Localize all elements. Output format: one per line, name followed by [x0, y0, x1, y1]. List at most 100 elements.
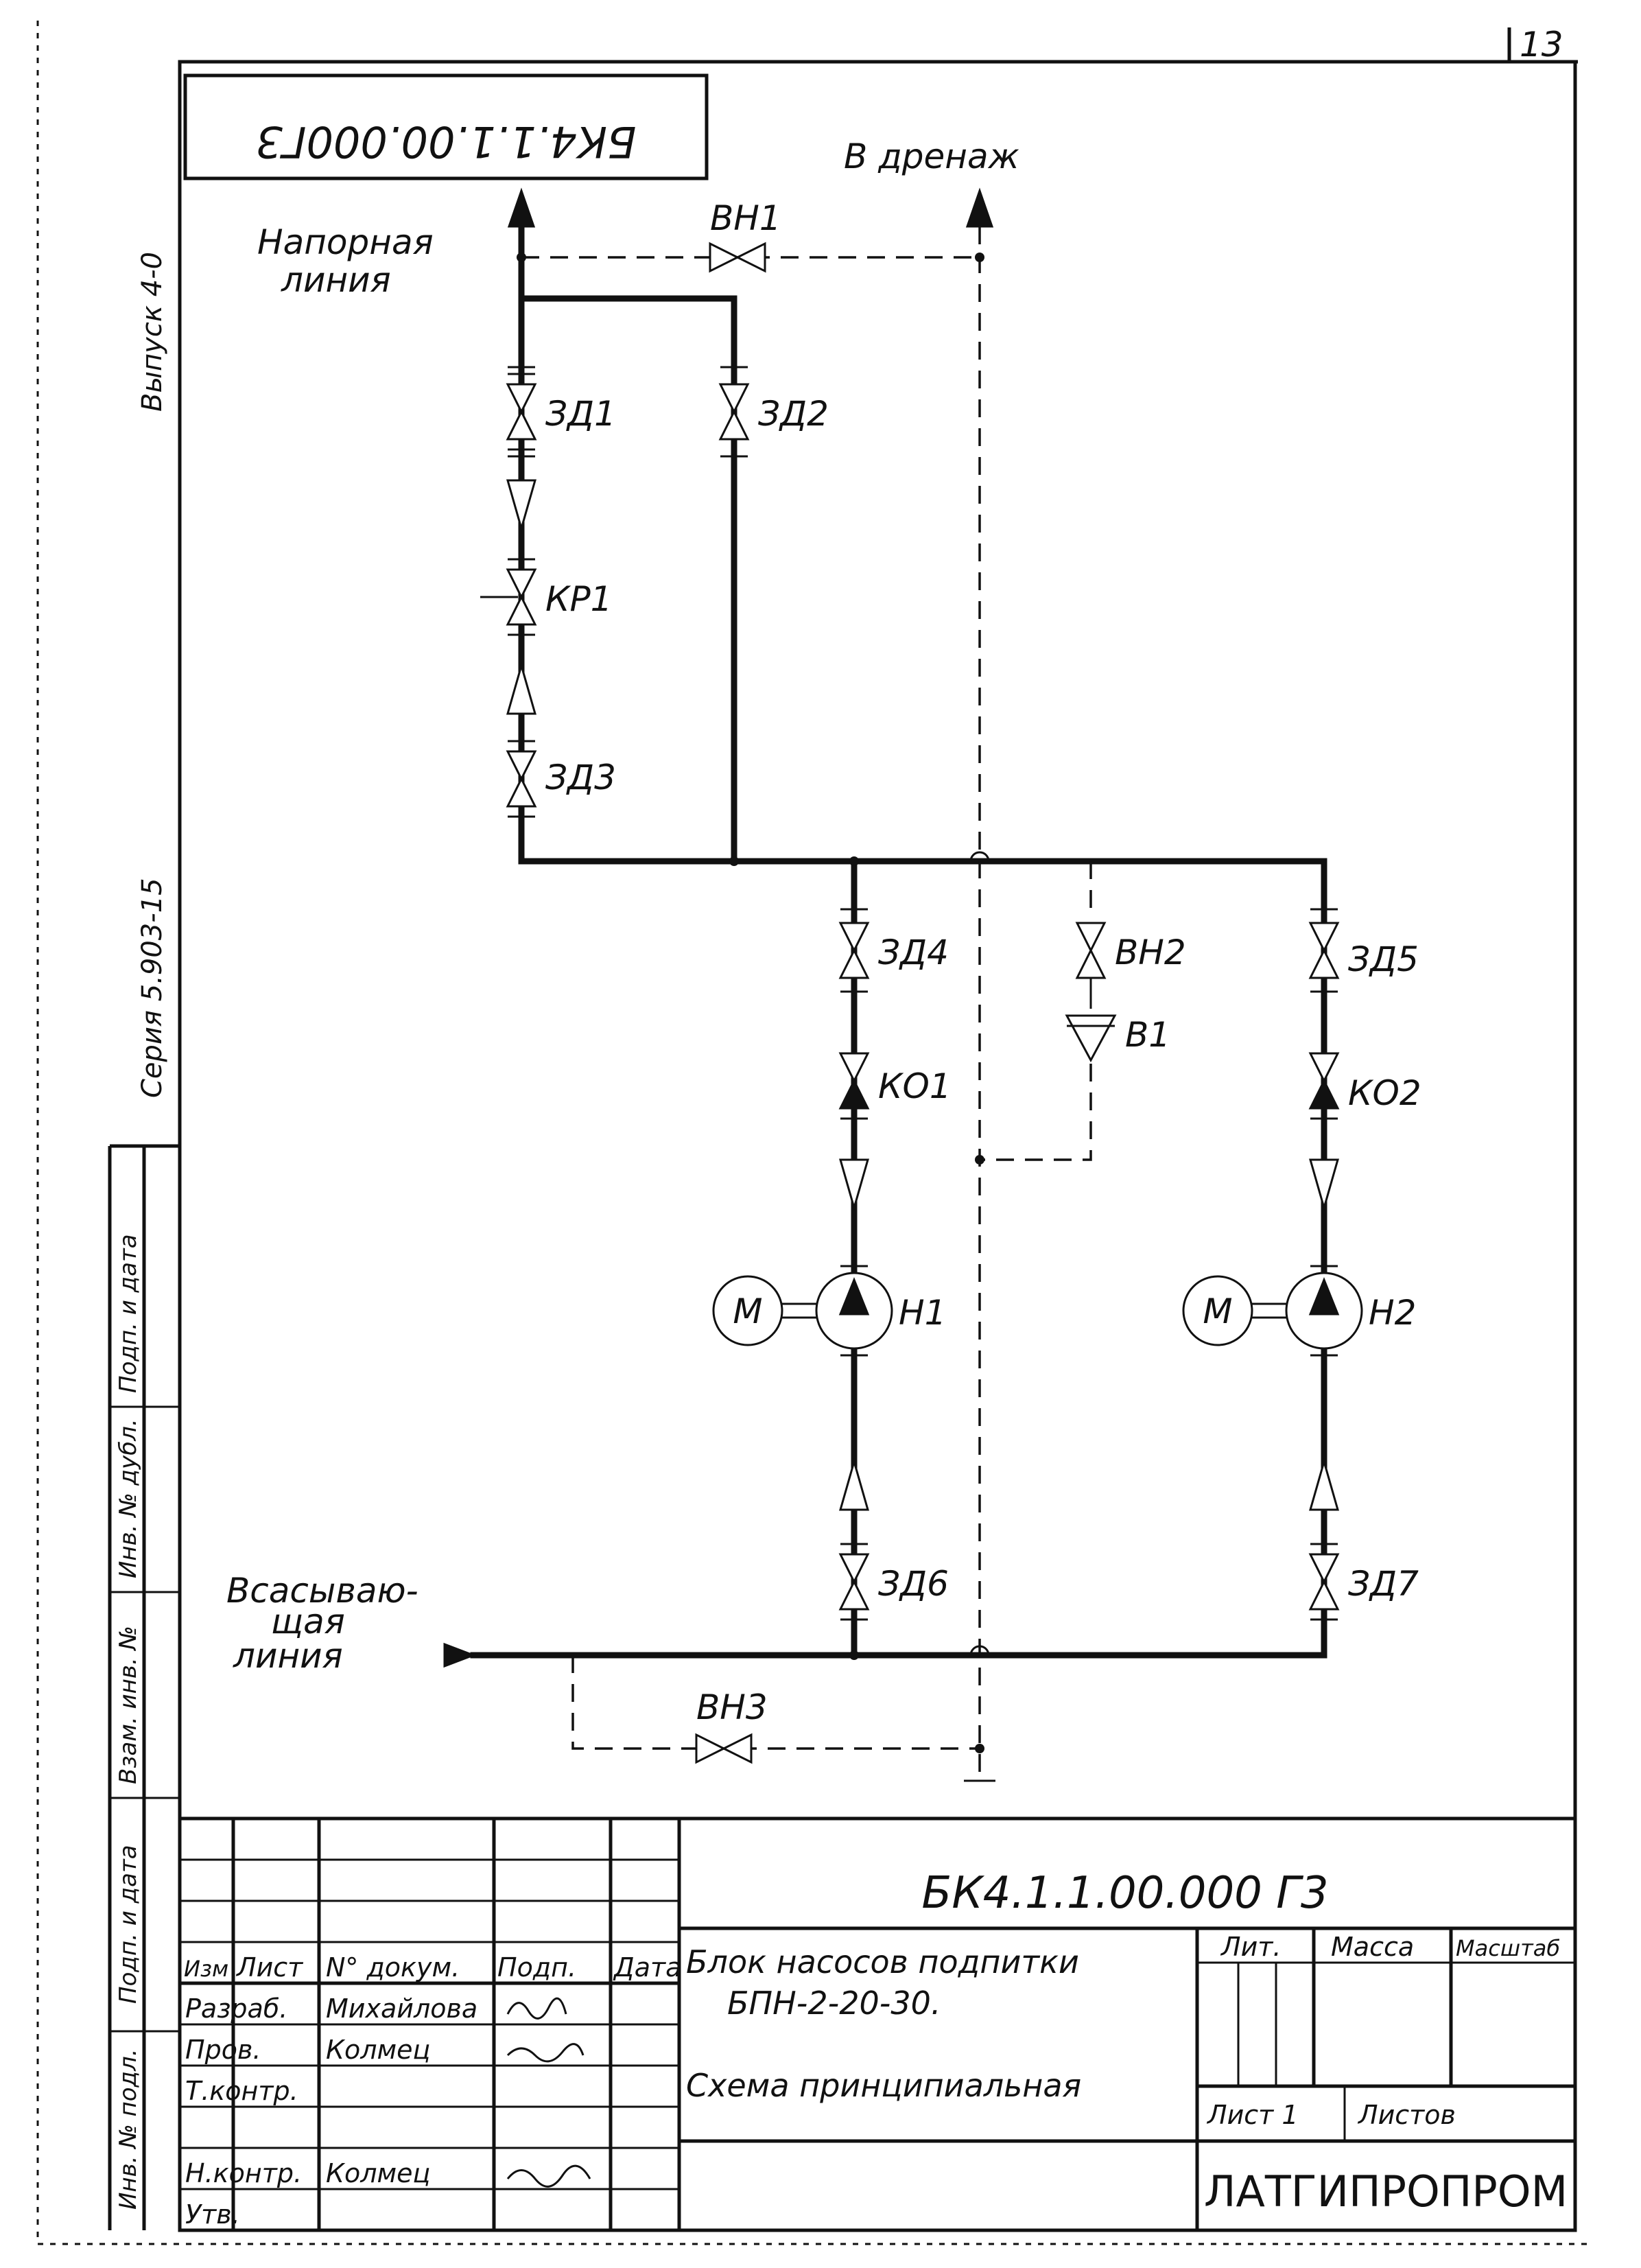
label-ko2: КО2	[1348, 1073, 1421, 1113]
junction-dot	[729, 856, 739, 866]
valve-zd2	[718, 366, 750, 458]
tb-scale-label: Масштаб	[1456, 1935, 1560, 1961]
valve-zd5	[1308, 908, 1340, 993]
tb-role-6: Утв.	[185, 2199, 240, 2230]
flow-arrow	[506, 662, 536, 715]
rotated-doc-code: БК4.1.1.00.000Г3	[256, 117, 637, 167]
side-field-5: Инв. № подл.	[115, 2048, 142, 2210]
drawing-frame	[178, 60, 1577, 2232]
tb-doc-code: БК4.1.1.00.000 Г3	[921, 1868, 1328, 1919]
valve-zd4	[838, 908, 870, 993]
tb-header-izm: Изм	[184, 1956, 228, 1982]
signature-3	[506, 2164, 591, 2188]
crossover-hump	[969, 851, 990, 862]
valve-vn1-left	[709, 242, 740, 273]
suction-line-arrow	[443, 1642, 477, 1668]
tb-sheets-label: Листов	[1357, 2100, 1456, 2130]
label-suction-line-1: Всасываю-	[226, 1571, 418, 1611]
tb-header-date: Дата	[613, 1952, 681, 1983]
label-zd1: ЗД1	[545, 394, 616, 434]
side-field-2: Инв. № дубл.	[115, 1418, 142, 1578]
label-suction-line-2: щая	[271, 1602, 345, 1641]
drain-arrow	[965, 187, 994, 228]
junction-dot	[849, 856, 859, 866]
tb-role-3: Т.контр.	[185, 2076, 298, 2106]
crossover-hump	[969, 1645, 990, 1656]
page-number: 13	[1520, 25, 1563, 65]
signature-2	[506, 2043, 585, 2063]
flow-arrow	[839, 1458, 869, 1511]
tb-role-5: Н.контр.	[185, 2158, 302, 2188]
tb-sheet-label: Лист 1	[1206, 2100, 1299, 2130]
tb-header-doc: N° докум.	[326, 1952, 460, 1983]
label-zd7: ЗД7	[1348, 1564, 1419, 1604]
flow-arrow	[506, 479, 536, 533]
tb-title-line3: Схема принципиальная	[686, 2067, 1081, 2104]
flow-arrow	[1309, 1158, 1339, 1212]
label-pressure-line-1: Напорная	[257, 222, 434, 262]
valve-ko1	[838, 1052, 870, 1120]
pump-h2-arrow	[1308, 1276, 1340, 1316]
valve-vn1-right	[735, 242, 766, 273]
valve-zd3	[506, 740, 537, 818]
label-kr1: КР1	[545, 579, 612, 619]
tb-name-5: Колмец	[326, 2158, 430, 2188]
valve-vn2	[1075, 922, 1107, 979]
valve-vn3-right	[721, 1733, 753, 1764]
tb-organization: ЛАТГИПРОПРОМ	[1204, 2166, 1568, 2217]
funnel-v1	[1065, 1014, 1117, 1063]
label-ko1: КО1	[878, 1066, 952, 1106]
label-h1: Н1	[899, 1293, 946, 1333]
valve-zd6	[838, 1543, 870, 1621]
side-field-1: Подп. и дата	[115, 1234, 142, 1393]
tb-title-line2: БПН-2-20-30.	[727, 1985, 941, 2022]
tb-title-line1: Блок насосов подпитки	[686, 1943, 1079, 1980]
motor-m1	[712, 1275, 783, 1346]
tb-mass-label: Масса	[1331, 1932, 1414, 1962]
label-pressure-line-2: линия	[281, 260, 391, 300]
valve-zd1	[506, 366, 537, 458]
motor-m2	[1182, 1275, 1253, 1346]
vn3-dashed	[571, 1655, 980, 1750]
flow-arrow	[1309, 1458, 1339, 1511]
label-vn1: ВН1	[710, 198, 781, 238]
valve-kr1	[480, 558, 537, 636]
rotated-code-box	[183, 73, 709, 180]
junction-dot	[849, 1650, 859, 1660]
signature-1	[506, 1997, 567, 2020]
label-h2: Н2	[1369, 1293, 1416, 1333]
label-zd2: ЗД2	[758, 394, 829, 434]
pump-h1-arrow	[838, 1276, 870, 1316]
label-vn2: ВН2	[1115, 933, 1186, 972]
side-field-4: Подп. и дата	[115, 1845, 142, 2004]
side-field-3: Взам. инв. №	[115, 1626, 142, 1784]
label-drain: В дренаж	[844, 137, 1019, 176]
label-zd3: ЗД3	[545, 758, 616, 797]
valve-vn3-left	[695, 1733, 727, 1764]
label-suction-line-3: линия	[233, 1636, 343, 1676]
tb-header-sign: Подп.	[497, 1952, 576, 1983]
label-motor-m1: М	[733, 1291, 762, 1331]
pressure-line-arrow	[507, 187, 536, 228]
side-series: Серия 5.903-15	[137, 878, 168, 1098]
tb-lit-label: Лит.	[1220, 1932, 1282, 1962]
label-zd6: ЗД6	[878, 1564, 949, 1604]
label-vn3: ВН3	[696, 1687, 768, 1727]
label-zd4: ЗД4	[878, 933, 949, 972]
bypass-pipe	[518, 295, 737, 865]
tb-role-2: Пров.	[185, 2035, 261, 2065]
valve-zd7	[1308, 1543, 1340, 1621]
tb-name-2: Колмец	[326, 2035, 430, 2065]
v1-dashed-return	[980, 1064, 1092, 1161]
label-motor-m2: М	[1203, 1291, 1232, 1331]
flow-arrow	[839, 1158, 869, 1212]
label-zd5: ЗД5	[1348, 939, 1419, 979]
tb-role-1: Разраб.	[185, 1994, 287, 2024]
tb-name-1: Михайлова	[326, 1994, 477, 2024]
valve-ko2	[1308, 1052, 1340, 1120]
label-v1: В1	[1125, 1015, 1170, 1055]
side-issue: Выпуск 4-0	[137, 252, 168, 412]
tb-header-list: Лист	[235, 1952, 304, 1983]
